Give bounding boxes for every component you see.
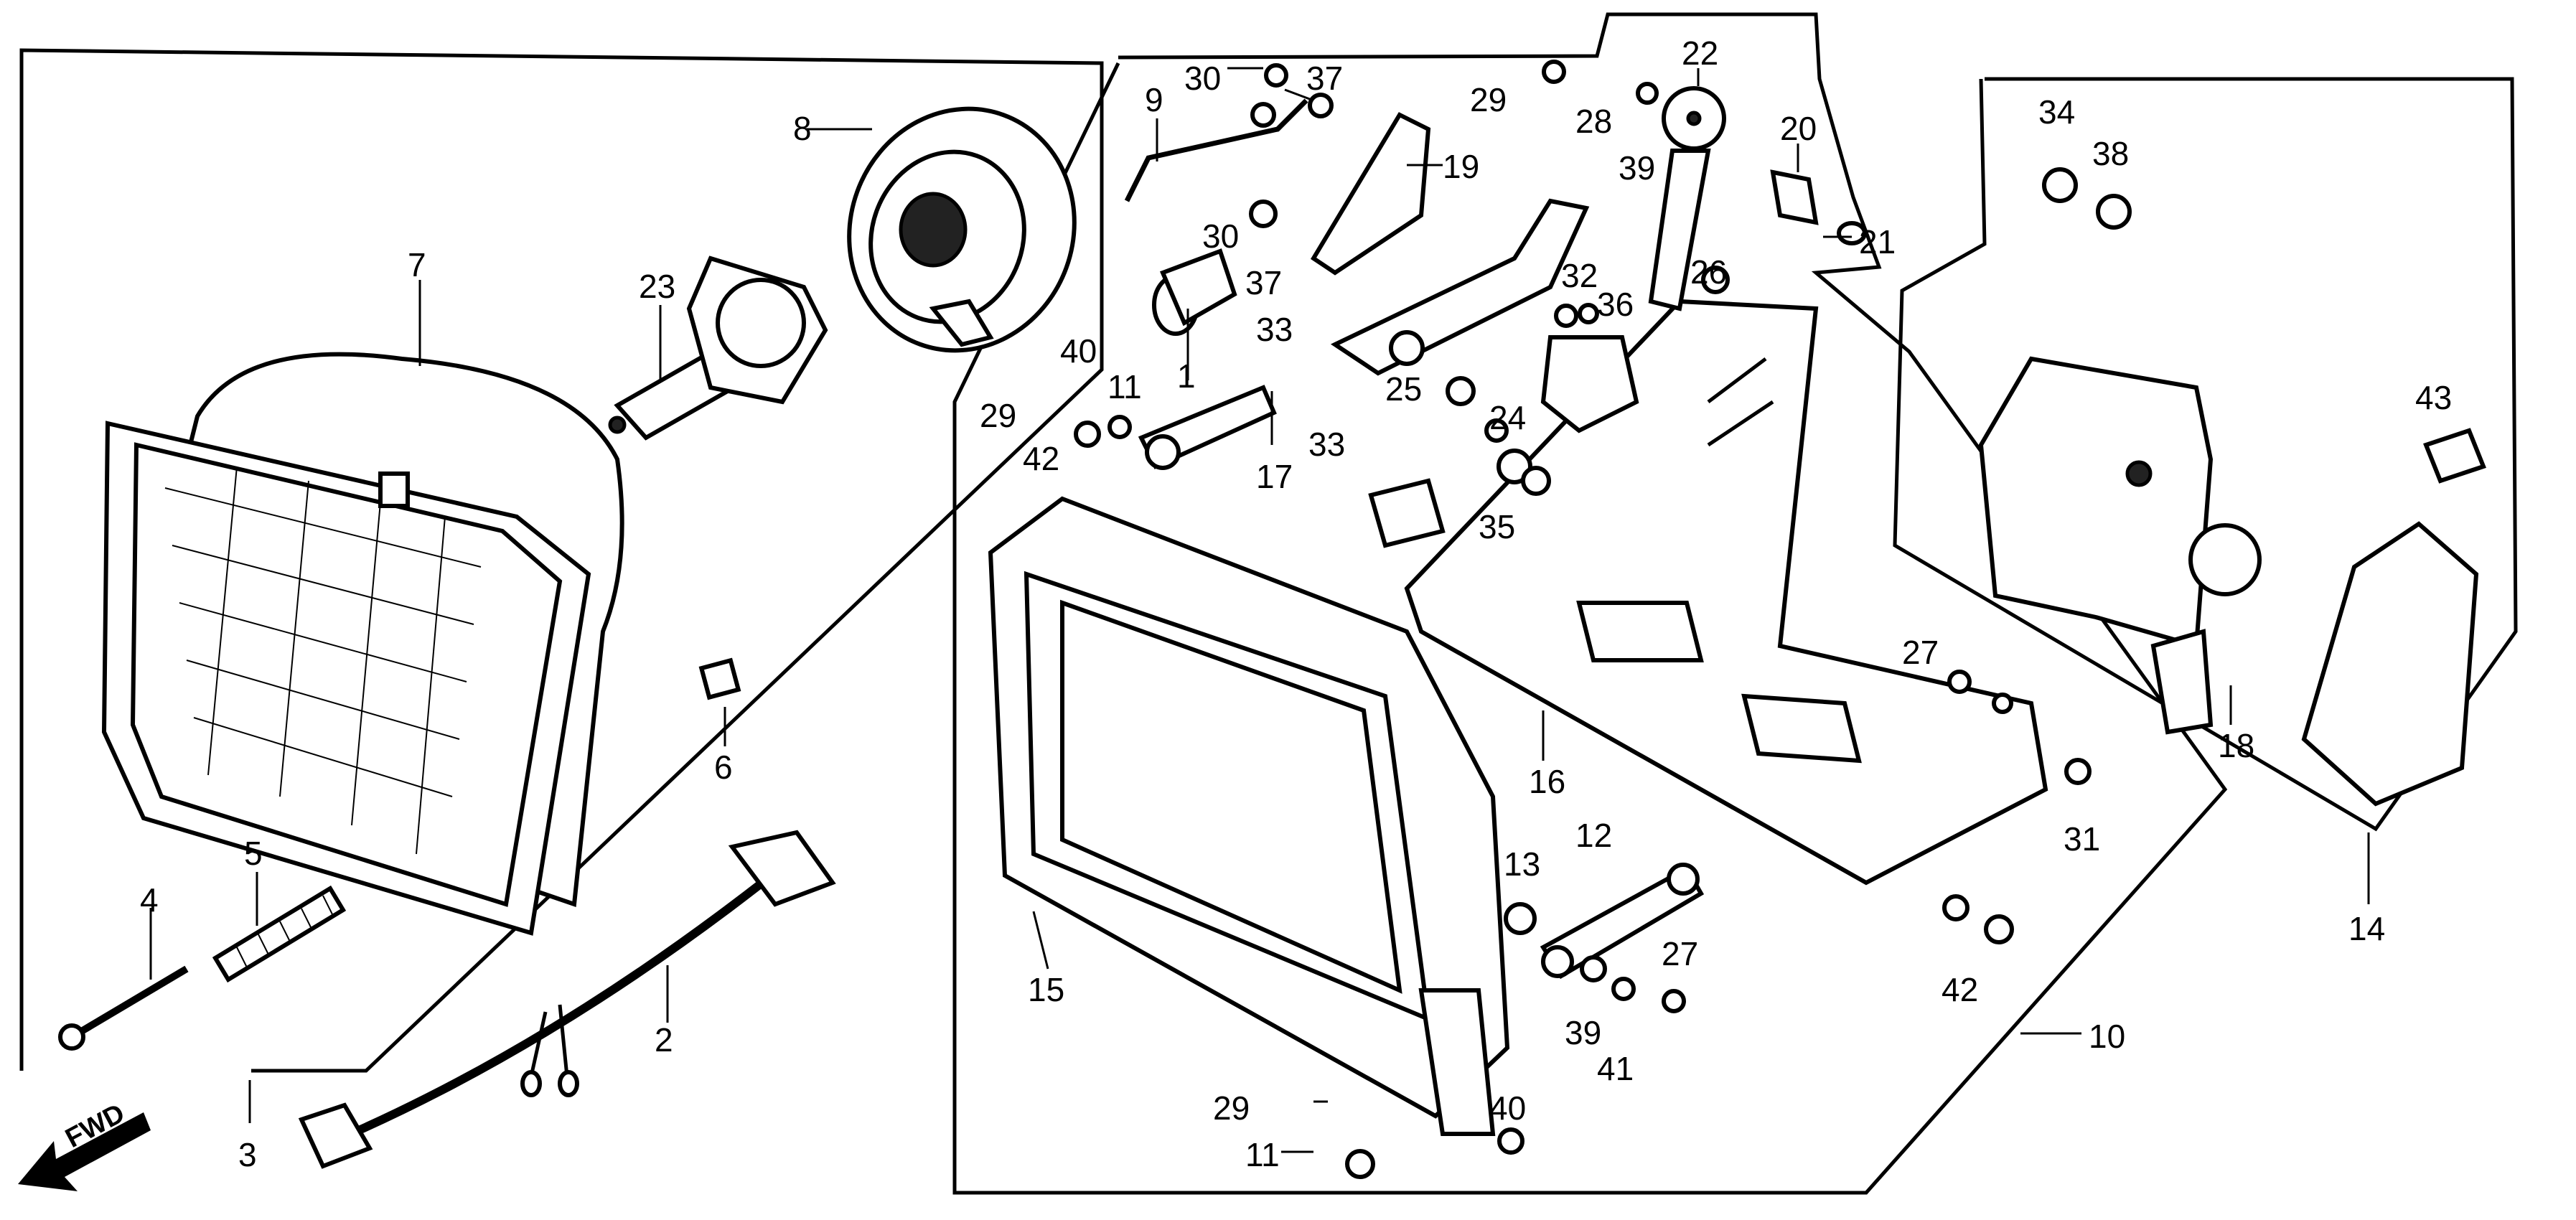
bushing-part-1 bbox=[1152, 248, 1237, 336]
part-number-20: 20 bbox=[1780, 110, 1817, 147]
part-number-23: 23 bbox=[639, 268, 675, 305]
part-number-30a: 30 bbox=[1184, 60, 1221, 97]
part-number-27b: 27 bbox=[1662, 935, 1698, 972]
part-number-37a: 37 bbox=[1306, 60, 1343, 97]
group-outline-headlight-unit bbox=[19, 48, 1104, 1073]
part-number-16: 16 bbox=[1529, 763, 1565, 800]
adjuster-plate-part-12 bbox=[1540, 863, 1705, 980]
part-number-39a: 39 bbox=[1619, 149, 1655, 187]
part-number-32: 32 bbox=[1561, 257, 1598, 294]
headlight-bracket-part-16 bbox=[1368, 299, 2048, 886]
part-number-38: 38 bbox=[2092, 135, 2129, 172]
cylinder-part-20 bbox=[1770, 169, 1819, 225]
part-number-9: 9 bbox=[1145, 81, 1163, 118]
dust-cover-part-8 bbox=[847, 106, 1077, 353]
part-number-14: 14 bbox=[2348, 910, 2385, 947]
part-number-3: 3 bbox=[238, 1136, 257, 1173]
part-number-41: 41 bbox=[1597, 1050, 1634, 1087]
part-number-36: 36 bbox=[1597, 286, 1634, 323]
pin-part-21 bbox=[1837, 221, 1867, 245]
wire-harness-part-2 bbox=[298, 830, 836, 1169]
part-number-25: 25 bbox=[1385, 370, 1422, 408]
part-number-17: 17 bbox=[1256, 458, 1293, 495]
part-number-39b: 39 bbox=[1565, 1014, 1601, 1051]
motor-unit-part-14 bbox=[1978, 356, 2486, 807]
headlight-case-part-15 bbox=[988, 496, 1510, 1136]
spring-part-5 bbox=[212, 885, 347, 983]
knob-part-22 bbox=[1648, 86, 1726, 311]
part-number-5: 5 bbox=[244, 835, 263, 872]
part-number-6: 6 bbox=[714, 749, 733, 786]
part-number-4: 4 bbox=[140, 881, 159, 919]
part-number-1: 1 bbox=[1177, 357, 1196, 395]
forward-direction-arrow: FWD bbox=[18, 1098, 151, 1191]
headlight-bulb-part-23 bbox=[608, 255, 828, 441]
part-number-30b: 30 bbox=[1202, 217, 1239, 255]
part-number-42b: 42 bbox=[1942, 971, 1978, 1008]
switch-part-24 bbox=[1540, 335, 1639, 433]
leader-lines bbox=[149, 67, 2370, 1153]
part-number-33a: 33 bbox=[1256, 311, 1293, 348]
group-outline-bracket-assembly bbox=[952, 12, 2228, 1195]
part-number-12: 12 bbox=[1575, 817, 1612, 854]
part-number-21: 21 bbox=[1859, 223, 1896, 261]
part-number-8: 8 bbox=[793, 110, 812, 147]
part-number-43: 43 bbox=[2415, 379, 2452, 416]
part-number-40b: 40 bbox=[1489, 1089, 1526, 1127]
part-number-callouts: 1 2 3 4 5 6 7 8 9 10 11 11 12 13 14 15 1… bbox=[140, 34, 2452, 1173]
part-number-10: 10 bbox=[2089, 1018, 2125, 1055]
part-number-11a: 11 bbox=[1107, 368, 1142, 405]
adjusting-screw-part-4 bbox=[58, 965, 189, 1051]
part-number-15: 15 bbox=[1028, 971, 1064, 1008]
part-number-11b: 11 bbox=[1245, 1136, 1280, 1173]
part-number-29c: 29 bbox=[1213, 1089, 1250, 1127]
part-number-33b: 33 bbox=[1308, 426, 1345, 463]
headlight-unit-part-7 bbox=[101, 352, 624, 936]
bracket-arm-part-19 bbox=[1310, 112, 1431, 276]
part-number-31: 31 bbox=[2064, 820, 2100, 858]
part-number-7: 7 bbox=[408, 246, 426, 283]
part-number-42a: 42 bbox=[1023, 440, 1059, 477]
part-number-29a: 29 bbox=[1470, 81, 1507, 118]
group-outline-motor-unit bbox=[1893, 77, 2518, 832]
wire-spring-part-9 bbox=[1124, 98, 1308, 202]
part-number-22: 22 bbox=[1682, 34, 1718, 72]
part-number-37b: 37 bbox=[1245, 264, 1282, 301]
clip-part-6 bbox=[698, 657, 741, 700]
part-number-26: 26 bbox=[1690, 253, 1727, 291]
part-number-24: 24 bbox=[1489, 399, 1526, 436]
part-number-29b: 29 bbox=[980, 397, 1016, 434]
link-rod-part-17 bbox=[1138, 385, 1277, 470]
hardware-fasteners bbox=[1074, 60, 2132, 1179]
lever-part-25 bbox=[1330, 198, 1590, 376]
part-number-40a: 40 bbox=[1060, 332, 1097, 370]
part-number-35: 35 bbox=[1479, 508, 1515, 545]
part-number-13: 13 bbox=[1504, 845, 1540, 883]
part-number-2: 2 bbox=[655, 1021, 673, 1059]
part-number-34: 34 bbox=[2038, 93, 2075, 131]
part-number-27a: 27 bbox=[1902, 634, 1939, 671]
part-number-28: 28 bbox=[1575, 103, 1612, 140]
fwd-arrow-icon bbox=[18, 1112, 151, 1191]
part-number-19: 19 bbox=[1443, 148, 1479, 185]
part-number-18: 18 bbox=[2218, 727, 2254, 764]
